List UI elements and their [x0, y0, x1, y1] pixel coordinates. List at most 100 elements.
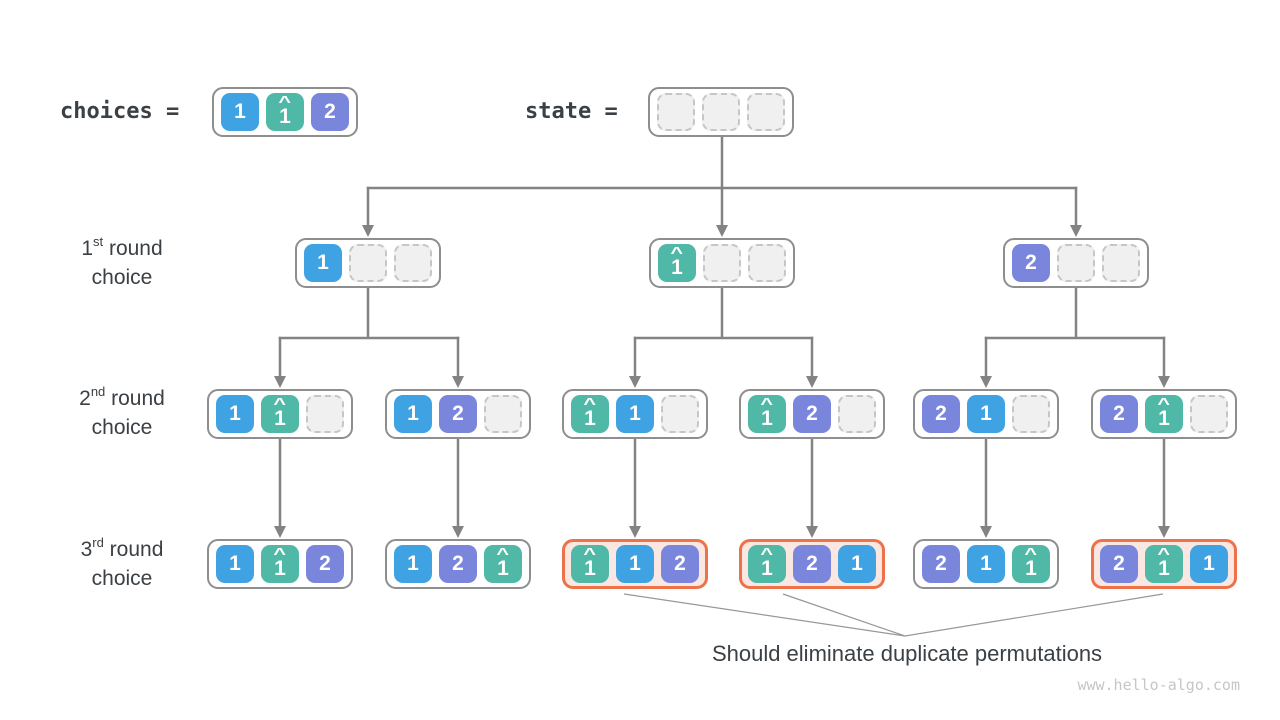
hat-mark: ^ [760, 395, 774, 413]
cell-digit: 2 [806, 552, 818, 575]
cell-digit: 2 [935, 552, 947, 575]
cell-digit: 1 [234, 100, 246, 123]
element-cell-2: 2 [1100, 395, 1138, 433]
element-cell-1: 1 [616, 395, 654, 433]
cell-digit: 2 [452, 402, 464, 425]
tree-node-round1-1: 1 [295, 238, 441, 288]
element-cell-1-hat: ^1 [261, 545, 299, 583]
hat-mark: ^ [496, 545, 510, 563]
empty-slot [748, 244, 786, 282]
hat-mark: ^ [760, 545, 774, 563]
empty-slot [1190, 395, 1228, 433]
choices-label: choices = [60, 99, 180, 124]
empty-slot [1102, 244, 1140, 282]
element-cell-2: 2 [922, 545, 960, 583]
round-1-label: 1st round choice [37, 234, 207, 292]
tree-node-round2-6: 2^1 [1091, 389, 1237, 439]
round-3-label-line2: choice [91, 567, 153, 590]
hat-mark: ^ [670, 244, 684, 262]
round-3-label-line1: 3rd round [80, 535, 164, 561]
element-cell-1: 1 [394, 395, 432, 433]
cell-digit: 2 [674, 552, 686, 575]
round-3-label: 3rd round choice [37, 535, 207, 593]
element-cell-1-hat: ^1 [748, 395, 786, 433]
element-cell-2: 2 [439, 395, 477, 433]
cell-digit: 2 [806, 402, 818, 425]
choices-box: 1 ^1 2 [212, 87, 358, 137]
element-cell-2: 2 [793, 395, 831, 433]
element-cell-1-hat: ^1 [658, 244, 696, 282]
element-cell-2: 2 [661, 545, 699, 583]
empty-slot [484, 395, 522, 433]
cell-digit: 1 [629, 552, 641, 575]
element-cell-2: 2 [1100, 545, 1138, 583]
cell-digit: 1 [980, 552, 992, 575]
hat-mark: ^ [273, 545, 287, 563]
element-cell-1-hat: ^1 [1012, 545, 1050, 583]
cell-digit: 1 [980, 402, 992, 425]
element-cell-1: 1 [616, 545, 654, 583]
cell-digit: 1 [407, 402, 419, 425]
cell-digit: 1 [1158, 556, 1170, 580]
state-label: state = [525, 99, 618, 124]
state-box [648, 87, 794, 137]
cell-digit: 2 [935, 402, 947, 425]
element-cell-1: 1 [394, 545, 432, 583]
cell-digit: 2 [1113, 402, 1125, 425]
element-cell-2: 2 [793, 545, 831, 583]
element-cell-2: 2 [306, 545, 344, 583]
element-cell-1: 1 [221, 93, 259, 131]
hat-mark: ^ [1157, 545, 1171, 563]
element-cell-1: 1 [967, 395, 1005, 433]
cell-digit: 1 [671, 255, 683, 279]
element-cell-2: 2 [311, 93, 349, 131]
round-2-label-line2: choice [91, 416, 153, 439]
cell-digit: 1 [761, 556, 773, 580]
tree-node-round2-4: ^1 2 [739, 389, 885, 439]
cell-digit: 1 [229, 552, 241, 575]
empty-slot [306, 395, 344, 433]
hat-mark: ^ [583, 395, 597, 413]
element-cell-2: 2 [1012, 244, 1050, 282]
round-1-label-line2: choice [91, 266, 153, 289]
cell-digit: 2 [324, 100, 336, 123]
round-1-label-line1: 1st round [81, 234, 163, 260]
element-cell-1: 1 [216, 395, 254, 433]
cell-digit: 1 [274, 406, 286, 430]
cell-digit: 2 [319, 552, 331, 575]
element-cell-1-hat: ^1 [748, 545, 786, 583]
cell-digit: 1 [274, 556, 286, 580]
element-cell-1: 1 [304, 244, 342, 282]
cell-digit: 1 [1158, 406, 1170, 430]
hat-mark: ^ [273, 395, 287, 413]
element-cell-1: 1 [216, 545, 254, 583]
cell-digit: 2 [452, 552, 464, 575]
element-cell-2: 2 [922, 395, 960, 433]
element-cell-1: 1 [1190, 545, 1228, 583]
empty-slot [394, 244, 432, 282]
tree-node-round1-2: ^1 [649, 238, 795, 288]
empty-slot [661, 395, 699, 433]
element-cell-1-hat: ^1 [266, 93, 304, 131]
round-2-label: 2nd round choice [37, 384, 207, 442]
empty-slot [1012, 395, 1050, 433]
element-cell-1-hat: ^1 [1145, 545, 1183, 583]
empty-slot [747, 93, 785, 131]
watermark: www.hello-algo.com [1077, 676, 1240, 694]
cell-digit: 1 [497, 556, 509, 580]
tree-node-round2-1: 1^1 [207, 389, 353, 439]
empty-slot [703, 244, 741, 282]
hat-mark: ^ [583, 545, 597, 563]
cell-digit: 1 [629, 402, 641, 425]
cell-digit: 1 [761, 406, 773, 430]
empty-slot [702, 93, 740, 131]
cell-digit: 1 [1203, 552, 1215, 575]
